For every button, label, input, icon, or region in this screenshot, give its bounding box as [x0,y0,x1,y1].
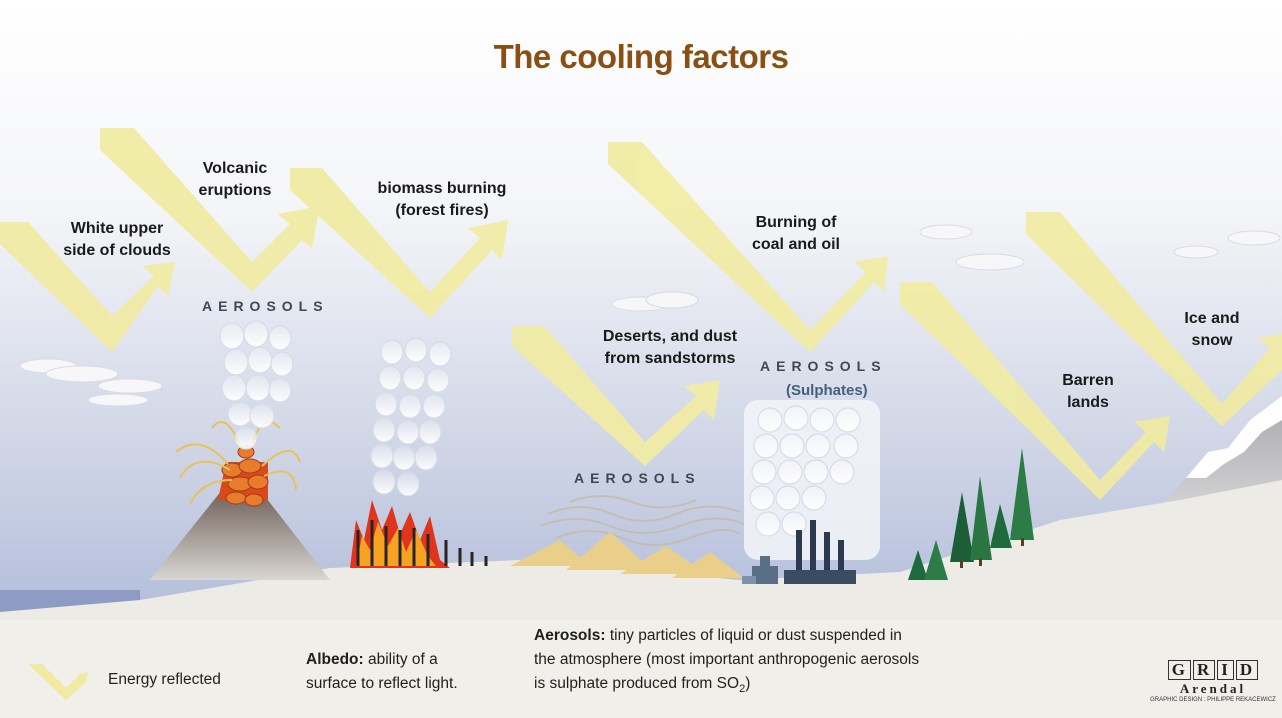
label-volcanic: Volcanic eruptions [190,158,280,202]
arrow-deserts [512,326,720,466]
logo-letter: D [1235,660,1259,680]
aerosols-volcano-label: AEROSOLS [202,298,329,314]
label-coal: Burning of coal and oil [736,212,856,256]
label-deserts-line2: from sandstorms [604,350,736,367]
graphic-credit: GRAPHIC DESIGN : PHILIPPE REKACEWICZ [1150,697,1276,703]
arrow-ice [1026,212,1282,426]
diagram-title: The cooling factors [493,38,789,75]
label-barren-line2: lands [1067,394,1109,411]
dust-swirls [539,495,745,546]
volcano-smoke [219,320,294,450]
aerosols-desert-label: AEROSOLS [574,470,701,486]
arrow-biomass [290,168,508,318]
so2-subscript: 2 [739,683,746,696]
label-volcanic-line2: eruptions [198,182,272,199]
sky-clouds [19,224,1281,407]
fire-smoke [370,337,452,497]
label-barren-line1: Barren [1062,372,1114,389]
factory [742,520,856,584]
snow-caps [1186,396,1282,478]
label-coal-line2: coal and oil [751,236,840,253]
label-barren: Barren lands [1048,370,1128,414]
label-coal-line1: Burning of [755,214,837,231]
albedo-text-1: ability of a [368,651,438,668]
aerosols-industry-label: AEROSOLS [760,358,887,374]
label-volcanic-line1: Volcanic [202,160,268,177]
forest-fire [350,500,488,568]
label-biomass: biomass burning (forest fires) [362,178,522,222]
trees [908,448,1034,580]
energy-arrows [0,128,1282,500]
sand-dunes [510,532,744,578]
aerosols-definition: Aerosols: tiny particles of liquid or du… [534,624,1004,701]
logo-letter: G [1167,660,1192,680]
albedo-text-2: surface to reflect light. [306,675,458,692]
label-ice: Ice and snow [1172,308,1252,352]
aerosols-text-1: tiny particles of liquid or dust suspend… [609,627,902,644]
arrow-barren [900,282,1170,500]
logo-letter: I [1217,660,1234,680]
legend-arrow-icon [28,664,88,700]
label-white-clouds-line1: White upper [70,220,164,237]
aerosols-term: Aerosols: [534,627,606,644]
label-ice-line1: Ice and [1184,310,1240,327]
aerosols-text-3: is sulphate produced from SO [534,675,740,692]
label-deserts: Deserts, and dust from sandstorms [590,326,750,370]
aerosols-text-2: the atmosphere (most important anthropog… [534,651,920,668]
volcano-bombs [221,445,269,507]
arrow-coal [608,142,888,352]
aerosols-text-end: ) [745,675,751,692]
volcano [150,490,330,580]
albedo-term: Albedo: [306,651,364,668]
label-biomass-line1: biomass burning [377,180,507,197]
label-white-clouds-line2: side of clouds [63,242,171,259]
label-deserts-line1: Deserts, and dust [602,328,738,345]
logo-letter: R [1193,660,1216,680]
arrow-clouds [0,222,175,352]
label-ice-line2: snow [1191,332,1233,349]
logo-arendal: Arendal [1179,681,1247,696]
legend-energy-reflected: Energy reflected [108,671,221,688]
arrow-volcanic [100,128,320,292]
industry-smoke [744,400,880,560]
albedo-definition: Albedo: ability of a surface to reflect … [306,648,506,696]
sulphates-label: (Sulphates) [786,382,868,399]
label-white-clouds: White upper side of clouds [52,218,182,262]
label-biomass-line2: (forest fires) [395,202,489,219]
ground-foreground [0,620,1282,718]
